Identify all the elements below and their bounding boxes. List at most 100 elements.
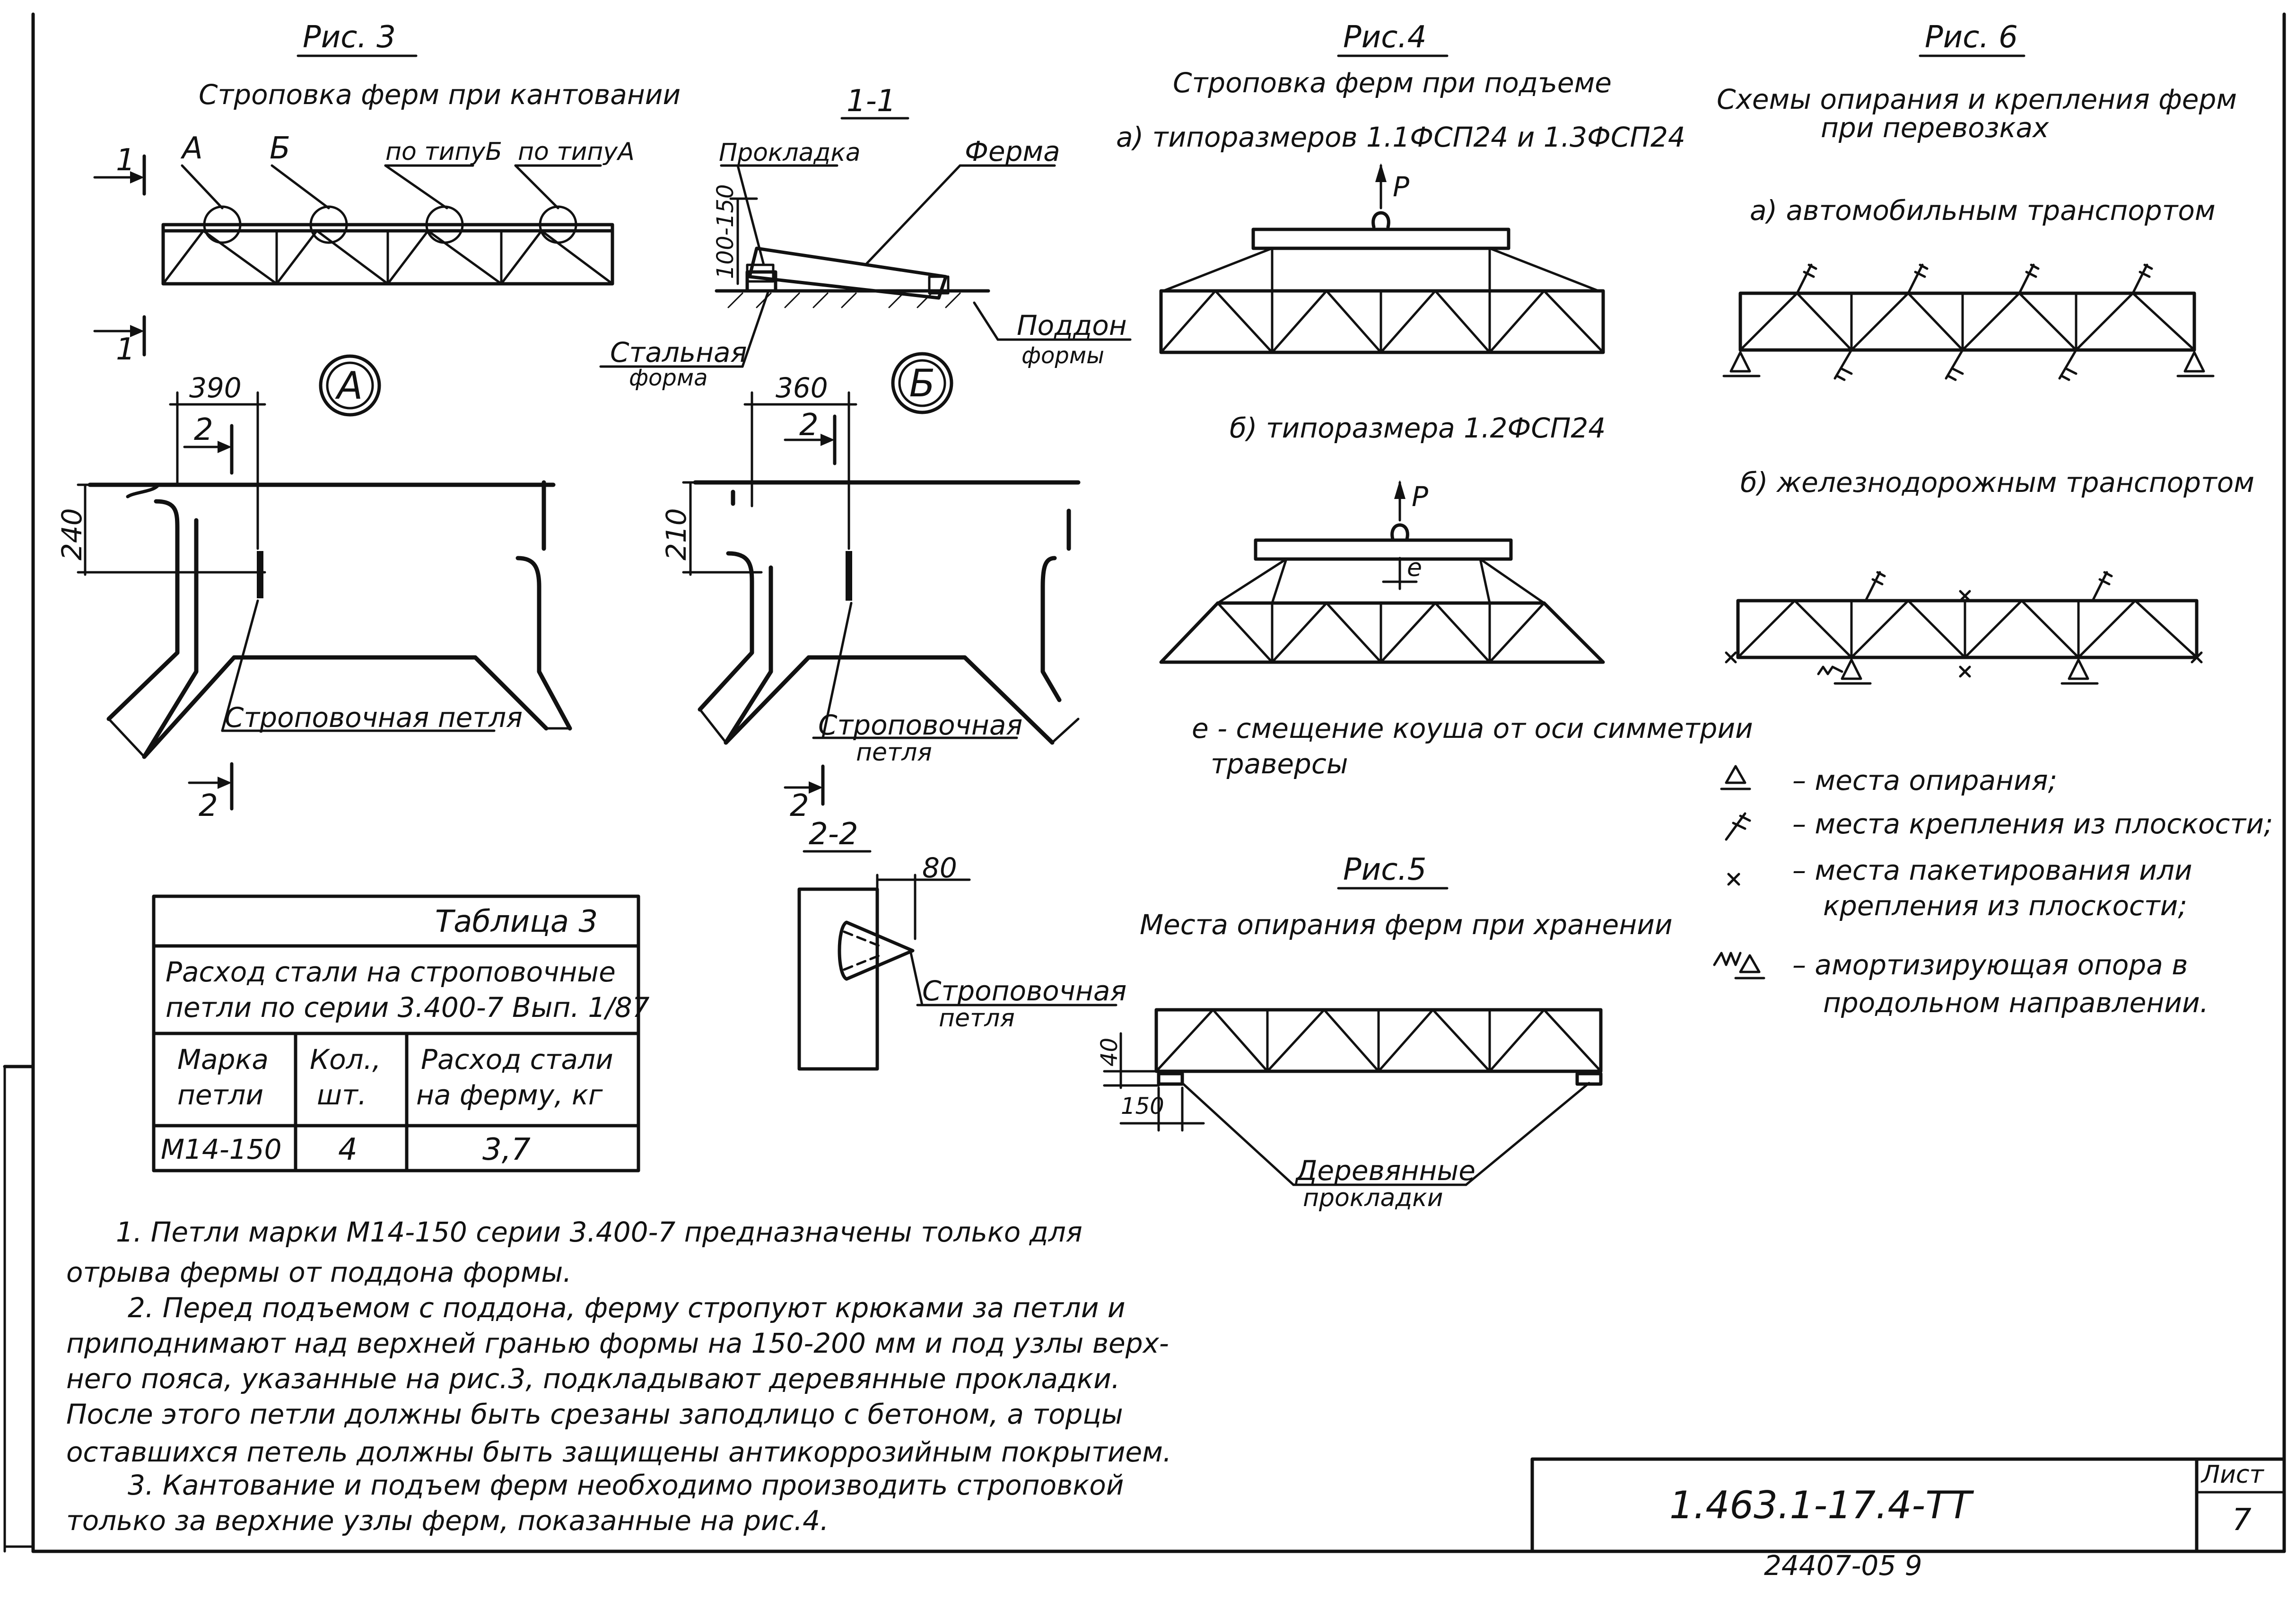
sheet-number: 7 <box>2232 1503 2252 1538</box>
cell-steel: 3,7 <box>482 1132 531 1167</box>
fig6-case-a: а) автомобильным транспортом <box>1750 194 2216 227</box>
detail-a: А 390 2 240 Строповочная петля <box>56 354 572 823</box>
fig4-force-b: P <box>1412 481 1428 513</box>
marker-b: Б <box>270 131 290 166</box>
section-1-1-title: 1-1 <box>847 84 896 119</box>
support-icon <box>1725 765 1746 784</box>
table-3: Таблица 3 Расход стали на строповочные п… <box>152 894 650 1172</box>
fig3-title: Рис. 3 <box>303 20 396 55</box>
packing-icon <box>1727 873 1740 886</box>
marker-a: А <box>180 131 203 166</box>
note-line-6: После этого петли должны быть срезаны за… <box>66 1398 1123 1430</box>
note-line-9: только за верхние узлы ферм, показанные … <box>66 1505 829 1537</box>
legend-line-5: – амортизирующая опора в <box>1792 949 2188 981</box>
note-line-7: оставшихся петель должны быть защищены а… <box>66 1436 1171 1468</box>
detail-b-dim-top: 360 <box>776 372 828 404</box>
section-2-2-dim: 80 <box>922 852 957 884</box>
fig3-leaders <box>181 164 602 210</box>
col-mark-1: Марка <box>177 1043 269 1076</box>
fastening-icon <box>1725 812 1751 841</box>
legend-line-4: крепления из плоскости; <box>1823 890 2187 922</box>
pad-label: Прокладка <box>719 139 861 167</box>
fig4-case-b: б) типоразмера 1.2ФСП24 <box>1230 412 1606 444</box>
section-2-2-label-1: Строповочная <box>922 975 1126 1007</box>
truss-label: Ферма <box>965 135 1060 167</box>
pallet-label-1: Поддон <box>1017 309 1127 341</box>
damper-spring-icon <box>1713 952 1742 966</box>
detail-b: Б 360 2 210 Строповочная петля 2 <box>660 352 1081 823</box>
col-steel-1: Расход стали <box>421 1043 613 1076</box>
fig6-subtitle-2: при перевозках <box>1821 112 2049 144</box>
note-line-8: 3. Кантование и подъем ферм необходимо п… <box>128 1469 1124 1501</box>
fig5-title: Рис.5 <box>1343 852 1426 887</box>
steel-form-label-2: форма <box>629 365 708 391</box>
fig4-title: Рис.4 <box>1343 20 1426 55</box>
fig4-truss-a: P <box>1159 163 1605 354</box>
fig3: Рис. 3 Строповка ферм при кантовании <box>93 20 681 367</box>
sheet-label: Лист <box>2200 1461 2264 1489</box>
by-type-a: по типуА <box>518 138 635 166</box>
fig5-dim-w: 150 <box>1121 1093 1164 1120</box>
note-line-4: приподнимают над верхней гранью формы на… <box>66 1327 1169 1359</box>
fig4-note-1: е - смещение коуша от оси симметрии <box>1192 712 1753 744</box>
section-2-2-title: 2-2 <box>809 817 858 852</box>
legend-line-6: продольном направлении. <box>1823 987 2209 1019</box>
detail-a-loop-label: Строповочная петля <box>225 701 523 734</box>
detail-b-cut-top: 2 <box>799 408 819 443</box>
detail-a-cut-top: 2 <box>194 412 213 447</box>
section-2-2-label-2: петля <box>939 1004 1015 1032</box>
legend-line-2: – места крепления из плоскости; <box>1792 808 2273 840</box>
fig6-title: Рис. 6 <box>1925 20 2018 55</box>
detail-a-circle-label: А <box>335 364 363 408</box>
cell-qty: 4 <box>338 1132 358 1167</box>
cut-label-top: 1 <box>116 143 135 178</box>
damper-support-icon <box>1739 954 1761 973</box>
detail-b-cut-bottom: 2 <box>790 788 809 823</box>
note-line-1: 1. Петли марки М14-150 серии 3.400-7 пре… <box>116 1216 1083 1248</box>
fig4-offset: e <box>1407 554 1422 582</box>
col-mark-2: петли <box>177 1079 263 1111</box>
fig3-truss <box>161 205 614 286</box>
archive-number: 24407-05 9 <box>1764 1549 1922 1582</box>
fig6-legend: – места опирания; – места крепления из п… <box>1713 764 2273 1019</box>
table-caption: Таблица 3 <box>435 904 598 939</box>
fig3-subtitle: Строповка ферм при кантовании <box>199 79 681 111</box>
col-qty-2: шт. <box>317 1079 367 1111</box>
fig4-note-2: траверсы <box>1211 748 1348 780</box>
cell-mark: М14-150 <box>161 1133 281 1165</box>
fig6-subtitle-1: Схемы опирания и крепления ферм <box>1717 83 2237 115</box>
note-line-3: 2. Перед подъемом с поддона, ферму строп… <box>128 1292 1126 1324</box>
table-heading-2: петли по серии 3.400-7 Вып. 1/87 <box>166 991 650 1024</box>
detail-b-circle-label: Б <box>909 361 935 405</box>
col-steel-2: на ферму, кг <box>416 1079 603 1111</box>
detail-a-dim-top: 390 <box>189 372 242 404</box>
title-block: 1.463.1-17.4-ТТ Лист 7 24407-05 9 <box>1530 1457 2286 1582</box>
steel-form-label-1: Стальная <box>610 336 747 368</box>
detail-b-loop-label-2: петля <box>856 738 932 767</box>
fig6-truss-rail <box>1725 571 2203 685</box>
legend-line-1: – места опирания; <box>1792 764 2057 796</box>
fig6-case-b: б) железнодорожным транспортом <box>1740 466 2254 499</box>
fig6-truss-auto <box>1722 263 2215 381</box>
fig5-truss <box>1154 1008 1603 1086</box>
legend-line-3: – места пакетирования или <box>1792 854 2192 886</box>
fig5-subtitle: Места опирания ферм при хранении <box>1140 909 1673 941</box>
doc-code: 1.463.1-17.4-ТТ <box>1669 1483 1974 1527</box>
fig5-label-2: прокладки <box>1303 1184 1443 1212</box>
detail-b-loop-label-1: Строповочная <box>818 709 1022 741</box>
fig4-subtitle: Строповка ферм при подъеме <box>1173 67 1612 99</box>
fig4: Рис.4 Строповка ферм при подъеме а) типо… <box>1116 20 1753 780</box>
detail-b-dim-side: 210 <box>660 508 692 560</box>
pallet-label-2: формы <box>1021 342 1104 369</box>
detail-a-cut-bottom: 2 <box>199 788 218 823</box>
fig6: Рис. 6 Схемы опирания и крепления ферм п… <box>1713 20 2273 1019</box>
detail-a-dim-side: 240 <box>56 508 88 560</box>
cut-label-bottom: 1 <box>116 332 135 367</box>
note-line-2: отрыва фермы от поддона формы. <box>66 1256 572 1288</box>
fig5-label-1: Деревянные <box>1294 1155 1475 1187</box>
section-1-1-dim: 100-150 <box>712 184 739 279</box>
col-qty-1: Кол., <box>310 1043 381 1076</box>
fig4-truss-b: P e <box>1159 480 1605 664</box>
section-1-1: 1-1 100-150 Прокладка Ферма Стальная фор… <box>599 84 1132 391</box>
notes: 1. Петли марки М14-150 серии 3.400-7 пре… <box>66 1216 1171 1537</box>
